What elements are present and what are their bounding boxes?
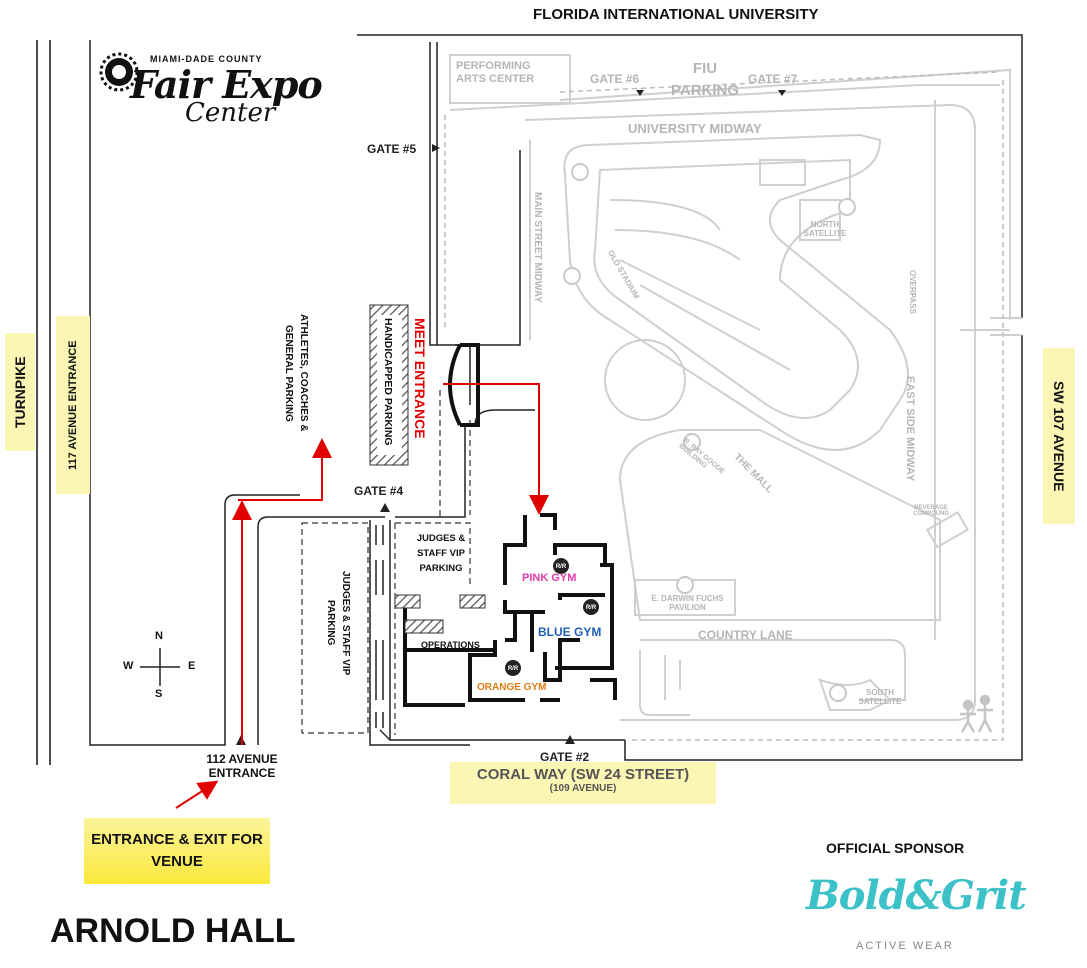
restroom-label: R/R [508,666,519,672]
athletes-parking-label: ATHLETES, COACHES & GENERAL PARKING [283,314,309,432]
restroom-markers [505,558,599,676]
compass-n: N [155,630,163,642]
sponsor-heading: OFFICIAL SPONSOR [826,840,965,856]
gate-lane-marks [375,525,384,728]
main-street-midway-label: MAIN STREET MIDWAY [532,192,543,303]
fair-expo-sun-icon [99,52,139,92]
compass-w: W [123,660,134,672]
gate-5-label: GATE #5 [367,142,417,156]
judges-vip-parking-vertical-label: JUDGES & STAFF VIP PARKING [325,570,351,676]
red-route [175,383,549,809]
faded-people-icon [960,694,993,733]
south-satellite-label: SOUTH SATELLITE [858,688,902,706]
gate-7-label: GATE #7 [748,72,798,86]
faded-dashed-drives [444,71,1004,741]
pink-gym-label: PINK GYM [522,572,577,584]
logo-county: MIAMI-DADE COUNTY [150,54,263,64]
performing-arts-label: PERFORMING ARTS CENTER [456,60,535,85]
fiu-parking-label: FIU PARKING [670,60,740,99]
compass-s: S [155,688,163,700]
blue-gym-label: BLUE GYM [538,625,602,639]
restroom-label: R/R [586,605,597,611]
gate-2-label: GATE #2 [540,750,590,764]
compass-rose [140,648,180,686]
coral-way-box: CORAL WAY (SW 24 STREET) (109 AVENUE) [450,762,716,804]
orange-gym-label: ORANGE GYM [477,682,547,693]
north-satellite-label: NORTH SATELLITE [803,220,847,238]
restroom-label: R/R [556,564,567,570]
operations-label: OPERATIONS [421,640,480,650]
handicapped-parking-label: HANDICAPPED PARKING [382,318,394,446]
meet-entrance-label: MEET ENTRANCE [412,318,428,439]
faded-restroom-markers [563,163,856,702]
country-lane-label: COUNTRY LANE [698,628,793,642]
university-midway-label: UNIVERSITY MIDWAY [628,121,762,136]
darwin-fuchs-label: E. DARWIN FUCHS PAVILION [651,594,724,612]
112-avenue-entrance-label: 112 AVENUE ENTRANCE [206,752,278,780]
hall-name: ARNOLD HALL [50,912,296,950]
coral-way-sub-label: (109 AVENUE) [549,783,617,794]
turnpike-road [36,40,51,765]
117-avenue-label: 117 AVENUE ENTRANCE [56,316,90,494]
east-side-midway-label: EAST SIDE MIDWAY [904,376,916,482]
logo-fair-expo: Fair Expo [130,62,323,107]
compass-e: E [188,660,196,672]
overpass-label: OVERPASS [908,270,917,314]
coral-way-label: CORAL WAY (SW 24 STREET) [476,766,690,783]
fairground-boundary [89,34,1023,761]
vip-parking-lot-dashed [301,390,471,735]
handicapped-parking-box [377,315,402,455]
fairground-faded-layout [449,54,1022,721]
judges-staff-vip-parking-label: JUDGES & STAFF VIP PARKING [416,533,466,574]
entrance-exit-note: ENTRANCE & EXIT FOR VENUE [84,818,270,884]
fiu-label: FLORIDA INTERNATIONAL UNIVERSITY [533,6,819,23]
beverage-compound-label: BEVERAGE COMPOUND [913,505,949,517]
turnpike-label: TURNPIKE [5,333,35,451]
sponsor-tagline: ACTIVE WEAR [856,940,954,952]
sponsor-brand-logo: Bold&Grit [806,872,1027,919]
logo-center: Center [185,98,276,128]
gate-4-label: GATE #4 [354,484,404,498]
arnold-hall-building [403,513,617,707]
sw-107-avenue-label: SW 107 AVENUE [1043,348,1075,524]
gate-6-label: GATE #6 [590,72,640,86]
